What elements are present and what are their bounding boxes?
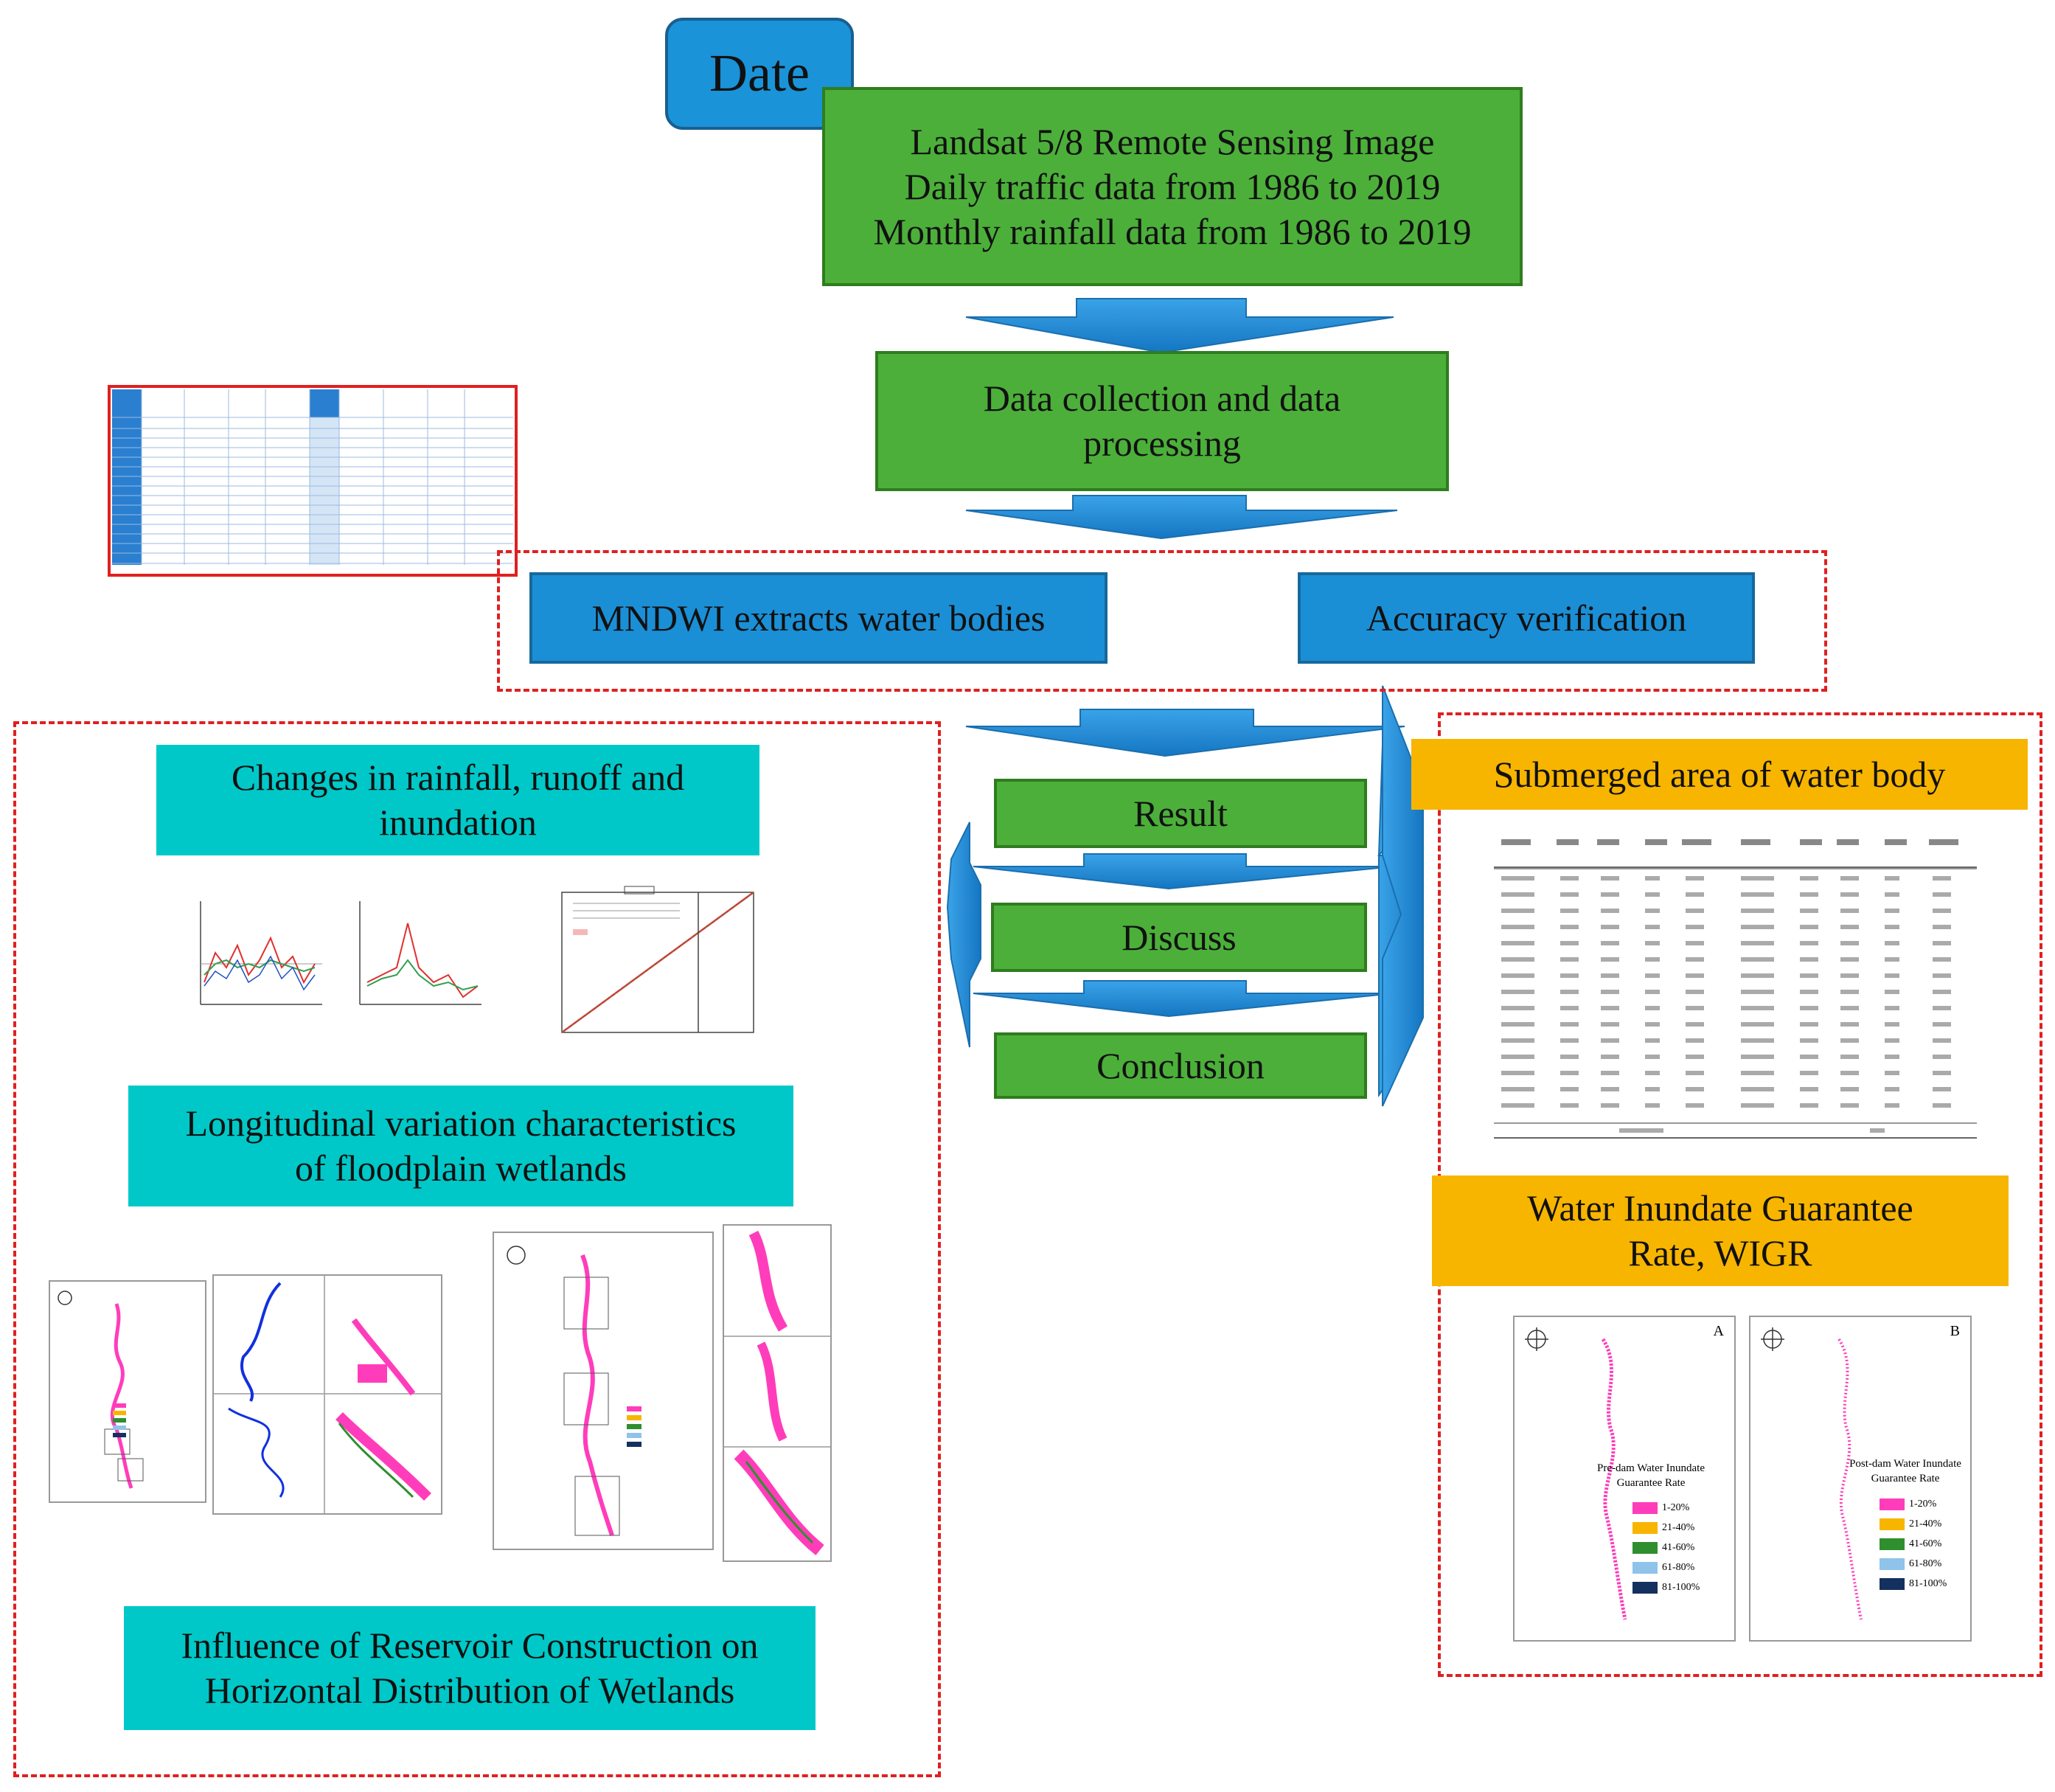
date-label: Date: [709, 44, 810, 103]
reservoir-line-1: Influence of Reservoir Construction on: [181, 1625, 759, 1666]
rainfall-chart-graphic: [200, 901, 322, 1005]
river-detail-thumbnail: [212, 1274, 442, 1515]
longitudinal-variation-box: Longitudinal variation characteristics o…: [128, 1086, 793, 1206]
map-b-legend: 1-20% 21-40% 41-60% 61-80% 81-100%: [1880, 1494, 1947, 1594]
conclusion-label: Conclusion: [1096, 1044, 1265, 1086]
map-a-panel: A Pre-dam Water Inundate Guarantee Rate …: [1513, 1316, 1736, 1642]
map-a-legend-item: 41-60%: [1632, 1538, 1700, 1557]
cumulative-chart-thumbnail: [532, 885, 770, 1049]
discuss-box: Discuss: [991, 903, 1367, 972]
map-b-legend-item: 41-60%: [1880, 1534, 1947, 1554]
rainfall-line-2: inundation: [379, 802, 537, 843]
pre-dam-map-thumbnail: [49, 1280, 206, 1503]
map-a-graphic: [1525, 1327, 1627, 1620]
map-a-legend-label: 41-60%: [1662, 1542, 1695, 1553]
pre-dam-map-graphic: [58, 1291, 144, 1489]
map-a-legend-title-line-1: Pre-dam Water Inundate: [1597, 1462, 1705, 1474]
extraction-dashed-frame: [497, 550, 1827, 692]
reservoir-line-2: Horizontal Distribution of Wetlands: [204, 1670, 735, 1711]
result-box: Result: [994, 779, 1367, 848]
runoff-chart-thumbnail: [352, 894, 485, 1019]
conclusion-box: Conclusion: [994, 1032, 1367, 1099]
map-a-legend-title: Pre-dam Water Inundate Guarantee Rate: [1596, 1462, 1706, 1490]
map-b-legend-label: 1-20%: [1909, 1498, 1937, 1510]
map-b-graphic: [1761, 1327, 1863, 1620]
rainfall-runoff-box: Changes in rainfall, runoff and inundati…: [156, 745, 759, 855]
runoff-chart-graphic: [359, 901, 481, 1005]
pre-dam-zones-thumbnail: [493, 1232, 714, 1550]
submerged-label: Submerged area of water body: [1493, 753, 1946, 795]
down-arrow-3: [965, 709, 1405, 757]
map-a-legend-label: 21-40%: [1662, 1522, 1695, 1533]
map-b-legend-title: Post-dam Water Inundate Guarantee Rate: [1846, 1457, 1964, 1486]
table-thumbnail-graphic: [112, 389, 513, 565]
down-arrow-1: [965, 298, 1394, 354]
map-b-legend-title-line-1: Post-dam Water Inundate: [1849, 1458, 1961, 1470]
pre-dam-zones-graphic: [507, 1246, 641, 1536]
river-detail-graphic: [214, 1276, 441, 1513]
data-line-3: Monthly rainfall data from 1986 to 2019: [873, 210, 1472, 252]
map-a-legend-item: 61-80%: [1632, 1557, 1700, 1577]
map-a-legend-label: 1-20%: [1662, 1502, 1690, 1513]
map-b-legend-item: 1-20%: [1880, 1494, 1947, 1514]
discuss-label: Discuss: [1122, 916, 1237, 958]
collection-line-1: Data collection and data: [983, 378, 1341, 419]
data-line-2: Daily traffic data from 1986 to 2019: [904, 165, 1441, 207]
map-a-legend-label: 61-80%: [1662, 1562, 1695, 1573]
rainfall-chart-thumbnail: [193, 894, 326, 1019]
map-b-legend-title-line-2: Guarantee Rate: [1871, 1472, 1940, 1484]
map-a-legend: 1-20% 21-40% 41-60% 61-80% 81-100%: [1632, 1498, 1700, 1597]
left-results-panel: [13, 721, 941, 1777]
map-b-legend-label: 61-80%: [1909, 1558, 1942, 1569]
map-a-legend-item: 1-20%: [1632, 1498, 1700, 1518]
map-a-legend-item: 21-40%: [1632, 1518, 1700, 1538]
map-b-legend-item: 61-80%: [1880, 1554, 1947, 1574]
map-a-legend-title-line-2: Guarantee Rate: [1616, 1476, 1686, 1489]
data-sources-box: Landsat 5/8 Remote Sensing Image Daily t…: [822, 87, 1523, 286]
map-a-legend-item: 81-100%: [1632, 1577, 1700, 1597]
longitudinal-line-2: of floodplain wetlands: [295, 1147, 627, 1189]
map-a-legend-label: 81-100%: [1662, 1582, 1700, 1593]
down-arrow-2: [965, 495, 1398, 540]
zone-detail-thumbnail: [723, 1224, 832, 1562]
map-b-legend-label: 41-60%: [1909, 1538, 1942, 1549]
map-b-legend-label: 81-100%: [1909, 1578, 1947, 1589]
map-b-panel: B Post-dam Water Inundate Guarantee Rate…: [1749, 1316, 1972, 1642]
wigr-box: Water Inundate Guarantee Rate, WIGR: [1432, 1175, 2009, 1286]
longitudinal-line-1: Longitudinal variation characteristics: [185, 1102, 737, 1144]
mndwi-label: MNDWI extracts water bodies: [591, 597, 1046, 639]
map-b-legend-item: 81-100%: [1880, 1574, 1947, 1594]
down-arrow-5: [973, 980, 1394, 1018]
collection-line-2: processing: [1083, 423, 1241, 464]
submerged-area-table-thumbnail: [1487, 824, 1981, 1143]
data-line-1: Landsat 5/8 Remote Sensing Image: [910, 120, 1435, 162]
submerged-table-graphic: [1494, 839, 1977, 1139]
rainfall-line-1: Changes in rainfall, runoff and: [231, 757, 685, 798]
mndwi-box: MNDWI extracts water bodies: [529, 572, 1108, 664]
map-a-label: A: [1713, 1323, 1724, 1339]
submerged-area-box: Submerged area of water body: [1411, 739, 2028, 810]
map-b-label: B: [1950, 1323, 1960, 1339]
map-b-legend-label: 21-40%: [1909, 1518, 1942, 1529]
cumulative-chart-graphic: [561, 886, 754, 1034]
map-b-legend-item: 21-40%: [1880, 1514, 1947, 1534]
wigr-line-1: Water Inundate Guarantee: [1527, 1187, 1913, 1229]
left-arrow: [946, 822, 981, 1048]
accuracy-table-thumbnail: [108, 385, 518, 577]
down-arrow-4: [973, 853, 1394, 890]
reservoir-influence-box: Influence of Reservoir Construction on H…: [124, 1606, 816, 1730]
wigr-line-2: Rate, WIGR: [1628, 1232, 1812, 1274]
zone-detail-graphic: [724, 1230, 830, 1556]
result-label: Result: [1133, 792, 1228, 834]
data-collection-box: Data collection and data processing: [875, 351, 1449, 491]
accuracy-label: Accuracy verification: [1366, 597, 1687, 639]
accuracy-verification-box: Accuracy verification: [1298, 572, 1755, 664]
